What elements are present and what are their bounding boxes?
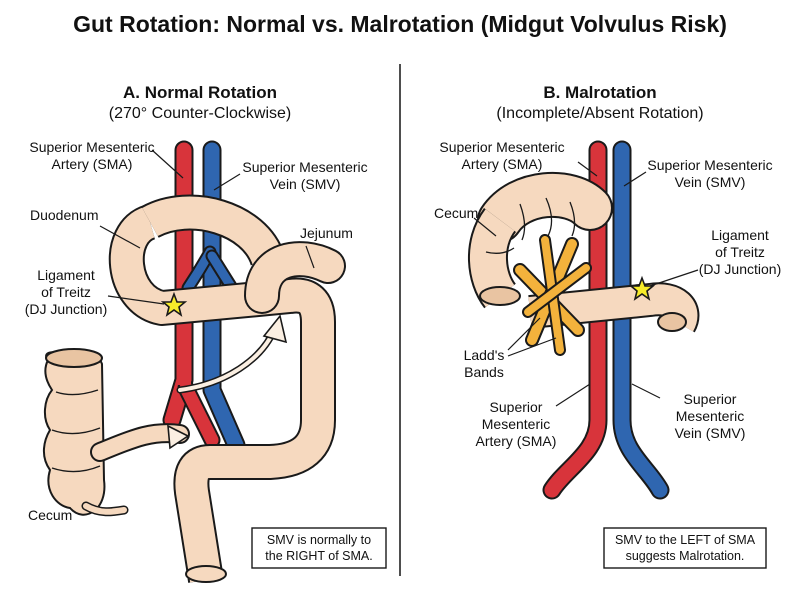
panel-b-cecum-label: Cecum: [434, 205, 478, 221]
panel-a-smv-leader: [213, 173, 241, 191]
panel-b-cecum-body: [479, 173, 611, 241]
diagram-title: Gut Rotation: Normal vs. Malrotation (Mi…: [73, 11, 727, 37]
panel-a-cecum: [43, 348, 190, 517]
panel-a-rotation-arrowhead: [262, 314, 288, 344]
panel-a-treitz-star-icon: [160, 291, 188, 317]
panel-malrotation: B. Malrotation (Incomplete/Absent Rotati…: [434, 83, 781, 569]
panel-b-cecum-leader: [473, 217, 497, 237]
panel-a-treitz-leader: [107, 295, 165, 305]
panel-b-ladds-leader-2: [507, 337, 557, 357]
panel-a-rectum: [185, 565, 227, 583]
panel-b-note-box: [603, 527, 767, 569]
panel-a-jejunum: [246, 243, 344, 312]
panel-b-vessels: [542, 140, 670, 500]
panel-b-subtitle: (Incomplete/Absent Rotation): [496, 105, 703, 122]
panel-a-duodenum: [110, 206, 334, 583]
panel-a-cecum-opening: [45, 348, 103, 368]
panel-normal-rotation: A. Normal Rotation (270° Counter-Clockwi…: [25, 83, 387, 583]
panel-b-ladds-leader-1: [507, 317, 541, 351]
panel-a-jejunum-leader: [305, 245, 315, 269]
panel-a-note-box: [251, 527, 387, 569]
panel-a-title: A. Normal Rotation: [123, 83, 277, 102]
panel-a-cecum-label: Cecum: [28, 507, 72, 523]
panel-b-smv-vessel-fill: [614, 142, 668, 498]
panel-a-cecum-haustra: [51, 389, 101, 473]
panel-b-duodenum-end: [657, 312, 687, 332]
panel-a-ileum-arrowhead: [167, 424, 190, 450]
panel-b-treitz-leader: [649, 269, 699, 287]
panel-a-duodenum-start: [142, 196, 284, 267]
panel-b-cecum: [468, 171, 613, 309]
panel-a-sma-branch-fill: [179, 381, 219, 447]
panel-a-subtitle: (270° Counter-Clockwise): [109, 105, 291, 122]
panel-a-jejunum-label: Jejunum: [300, 225, 353, 241]
panel-a-sma-leader: [151, 149, 184, 179]
panel-a-duodenum-label: Duodenum: [30, 207, 99, 223]
panel-b-ladds-bands: [513, 234, 592, 356]
panel-b-sma-bot-leader: [555, 383, 591, 407]
panel-a-duodenum-leader: [99, 225, 141, 249]
panel-b-cecum-haustra: [485, 197, 576, 254]
panel-b-smv-top-leader: [623, 171, 647, 187]
panel-a-appendix-fill: [83, 503, 127, 515]
panel-b-title: B. Malrotation: [543, 83, 656, 102]
panel-a-rotation-arrow-fill: [178, 326, 277, 392]
panel-b-ladds-band-4-fill: [524, 264, 590, 316]
panel-b-sma-top-leader: [577, 161, 598, 177]
panel-b-smv-bot-leader: [631, 383, 661, 399]
panel-a-rotation-arrow: [176, 324, 279, 394]
panel-b-sma-vessel-fill: [544, 142, 606, 498]
panel-a-small-bowel: [108, 194, 346, 583]
panel-b-cecum-opening: [479, 286, 521, 306]
